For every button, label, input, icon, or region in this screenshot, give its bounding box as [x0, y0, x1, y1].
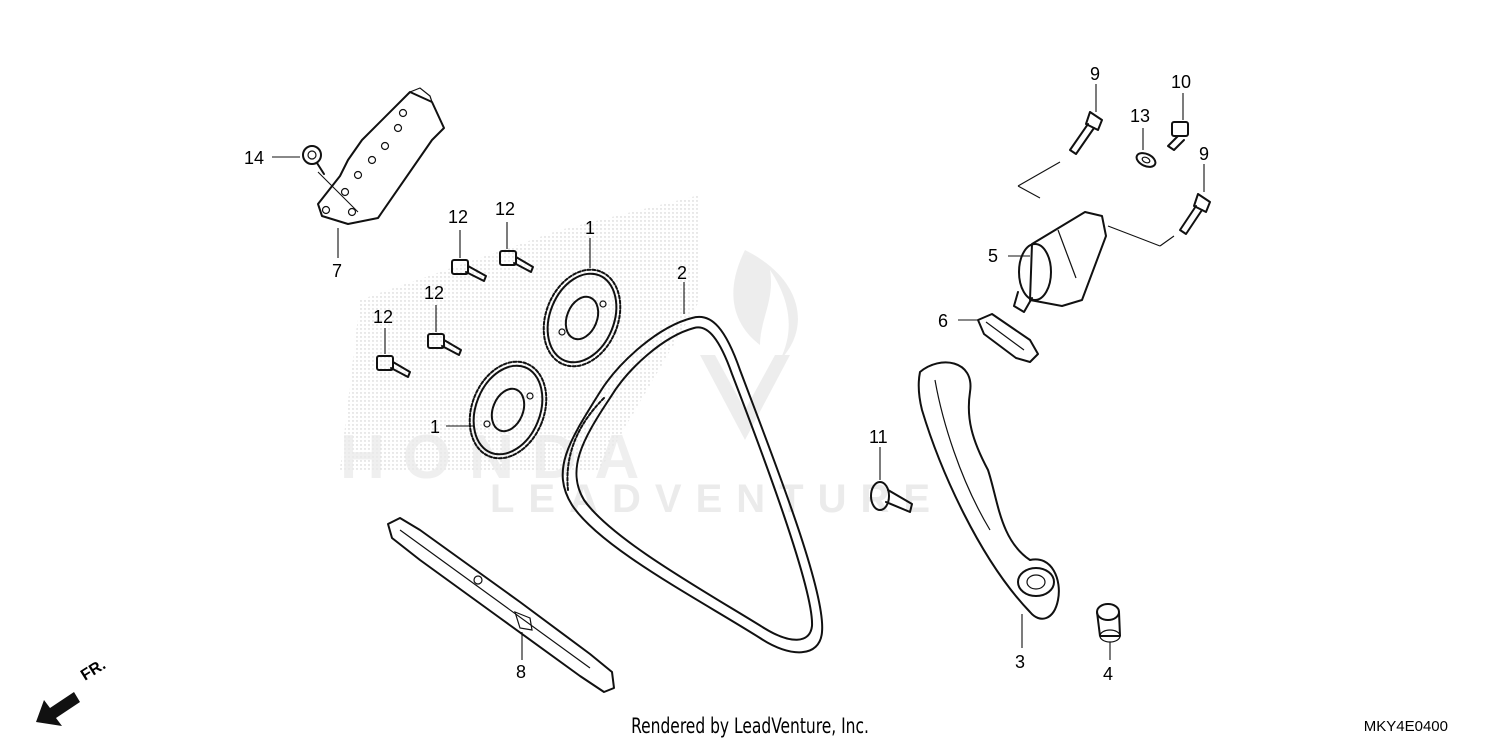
callout-5: 5 [988, 246, 998, 266]
callout-12-b: 12 [495, 199, 515, 219]
rendered-by-credit: Rendered by LeadVenture, Inc. [0, 714, 1500, 738]
part-8-chain-guide[interactable] [387, 517, 615, 693]
callout-12-d: 12 [373, 307, 393, 327]
part-9-bolt-upper[interactable] [1069, 84, 1103, 155]
part-12-bolt-d[interactable] [376, 328, 411, 378]
callout-3: 3 [1015, 652, 1025, 672]
callout-2: 2 [677, 263, 687, 283]
callout-12-a: 12 [448, 207, 468, 227]
callout-9-lower: 9 [1199, 144, 1209, 164]
part-4-collar[interactable] [1096, 603, 1121, 660]
callout-13: 13 [1130, 106, 1150, 126]
part-11-pivot-bolt[interactable] [870, 447, 913, 513]
background-shading [340, 195, 700, 470]
part-12-bolt-c[interactable] [427, 305, 462, 356]
part-1-cam-sprocket-lower[interactable] [446, 350, 560, 470]
callout-7: 7 [332, 261, 342, 281]
part-3-tensioner-arm[interactable] [917, 361, 1060, 648]
part-6-gasket[interactable] [958, 313, 1039, 363]
rendered-by-text: Rendered by LeadVenture, Inc. [631, 714, 869, 738]
callout-4: 4 [1103, 664, 1113, 684]
callout-9-upper: 9 [1090, 64, 1100, 84]
part-5-tensioner-lifter[interactable] [1008, 161, 1175, 313]
part-10-bolt[interactable] [1167, 93, 1189, 151]
callout-12-c: 12 [424, 283, 444, 303]
callout-1-lower: 1 [430, 417, 440, 437]
part-12-bolt-a[interactable] [451, 230, 487, 282]
callout-8: 8 [516, 662, 526, 682]
part-1-cam-sprocket-upper[interactable] [530, 238, 634, 378]
callout-1-upper: 1 [585, 218, 595, 238]
part-7-bracket[interactable] [317, 87, 445, 258]
callout-labels: 1 1 2 3 4 5 6 7 8 9 9 10 11 12 12 12 12 … [244, 64, 1209, 684]
front-direction-arrow-icon [36, 692, 80, 726]
part-12-bolt-b[interactable] [499, 222, 534, 273]
callout-14: 14 [244, 148, 264, 168]
part-2-cam-chain[interactable] [561, 282, 824, 654]
part-13-washer[interactable] [1134, 128, 1157, 170]
callout-11: 11 [869, 427, 888, 447]
diagram-code: MKY4E0400 [1363, 718, 1448, 735]
callout-10: 10 [1171, 72, 1191, 92]
callout-6: 6 [938, 311, 948, 331]
part-14-bolt[interactable] [272, 145, 325, 175]
part-9-bolt-lower[interactable] [1179, 164, 1211, 235]
